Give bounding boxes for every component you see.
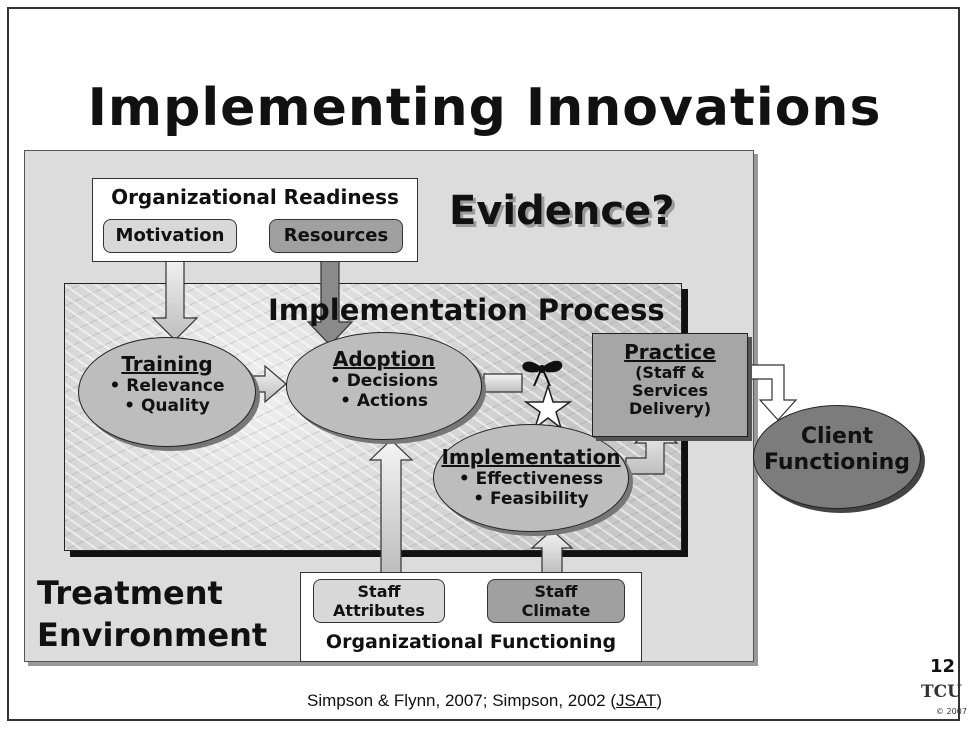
implementation-item: • Effectiveness bbox=[458, 469, 604, 489]
training-item: • Quality bbox=[124, 396, 210, 416]
citation: Simpson & Flynn, 2007; Simpson, 2002 (JS… bbox=[0, 691, 969, 711]
training-title: Training bbox=[121, 352, 213, 376]
staff-climate-line: Climate bbox=[521, 601, 591, 620]
practice-title: Practice bbox=[624, 340, 716, 364]
client-label: Functioning bbox=[763, 450, 911, 475]
arrow-resources-adoption bbox=[306, 254, 354, 346]
citation-text: Simpson & Flynn, 2007; Simpson, 2002 ( bbox=[307, 691, 616, 710]
motivation-pill: Motivation bbox=[103, 219, 237, 253]
training-node: Training • Relevance • Quality bbox=[78, 337, 256, 447]
implementation-node: Implementation • Effectiveness • Feasibi… bbox=[433, 424, 629, 532]
star-icon bbox=[523, 383, 573, 431]
staff-attributes-pill: Staff Attributes bbox=[313, 579, 445, 623]
bow-icon bbox=[522, 360, 563, 387]
arrow-staff-climate-implementation bbox=[530, 529, 574, 575]
training-item: • Relevance bbox=[109, 376, 225, 396]
staff-attributes-line: Staff bbox=[357, 582, 401, 601]
implementation-title: Implementation bbox=[441, 445, 621, 469]
adoption-node: Adoption • Decisions • Actions bbox=[286, 332, 482, 440]
implementation-item: • Feasibility bbox=[473, 489, 589, 509]
readiness-heading: Organizational Readiness bbox=[111, 185, 399, 209]
client-functioning-node: Client Functioning bbox=[753, 405, 921, 509]
adoption-item: • Decisions bbox=[329, 371, 439, 391]
arrow-adoption-practice bbox=[483, 373, 523, 393]
logo-year: © 2007 bbox=[936, 707, 967, 716]
slide-number: 12 bbox=[930, 656, 956, 677]
resources-pill: Resources bbox=[269, 219, 403, 253]
practice-node: Practice (Staff & Services Delivery) bbox=[592, 333, 748, 437]
practice-sub: (Staff & bbox=[635, 363, 705, 382]
organizational-readiness-box: Organizational Readiness Motivation Reso… bbox=[92, 178, 418, 262]
slide-frame bbox=[7, 7, 960, 721]
organizational-functioning-box: Staff Attributes Staff Climate Organizat… bbox=[300, 572, 642, 662]
client-label: Client bbox=[800, 424, 874, 449]
treatment-environment-label: Treatment Environment bbox=[37, 572, 267, 656]
practice-sub: Delivery) bbox=[628, 399, 711, 418]
functioning-heading: Organizational Functioning bbox=[325, 631, 617, 653]
adoption-item: • Actions bbox=[340, 391, 428, 411]
evidence-label: Evidence? bbox=[449, 188, 675, 234]
practice-sub: Services bbox=[631, 381, 709, 400]
adoption-title: Adoption bbox=[332, 347, 436, 371]
slide-title: Implementing Innovations bbox=[87, 78, 882, 138]
treatment-line: Treatment bbox=[37, 574, 223, 612]
staff-climate-line: Staff bbox=[534, 582, 578, 601]
staff-attributes-line: Attributes bbox=[333, 601, 425, 620]
staff-climate-pill: Staff Climate bbox=[487, 579, 625, 623]
tcu-logo: TCU bbox=[921, 682, 963, 702]
process-title: Implementation Process bbox=[268, 293, 665, 327]
jsat-link[interactable]: JSAT bbox=[616, 691, 657, 710]
arrow-staff-attributes-adoption bbox=[368, 439, 414, 575]
arrow-motivation-training bbox=[151, 254, 199, 341]
treatment-line: Environment bbox=[37, 616, 268, 654]
citation-close: ) bbox=[656, 691, 662, 710]
